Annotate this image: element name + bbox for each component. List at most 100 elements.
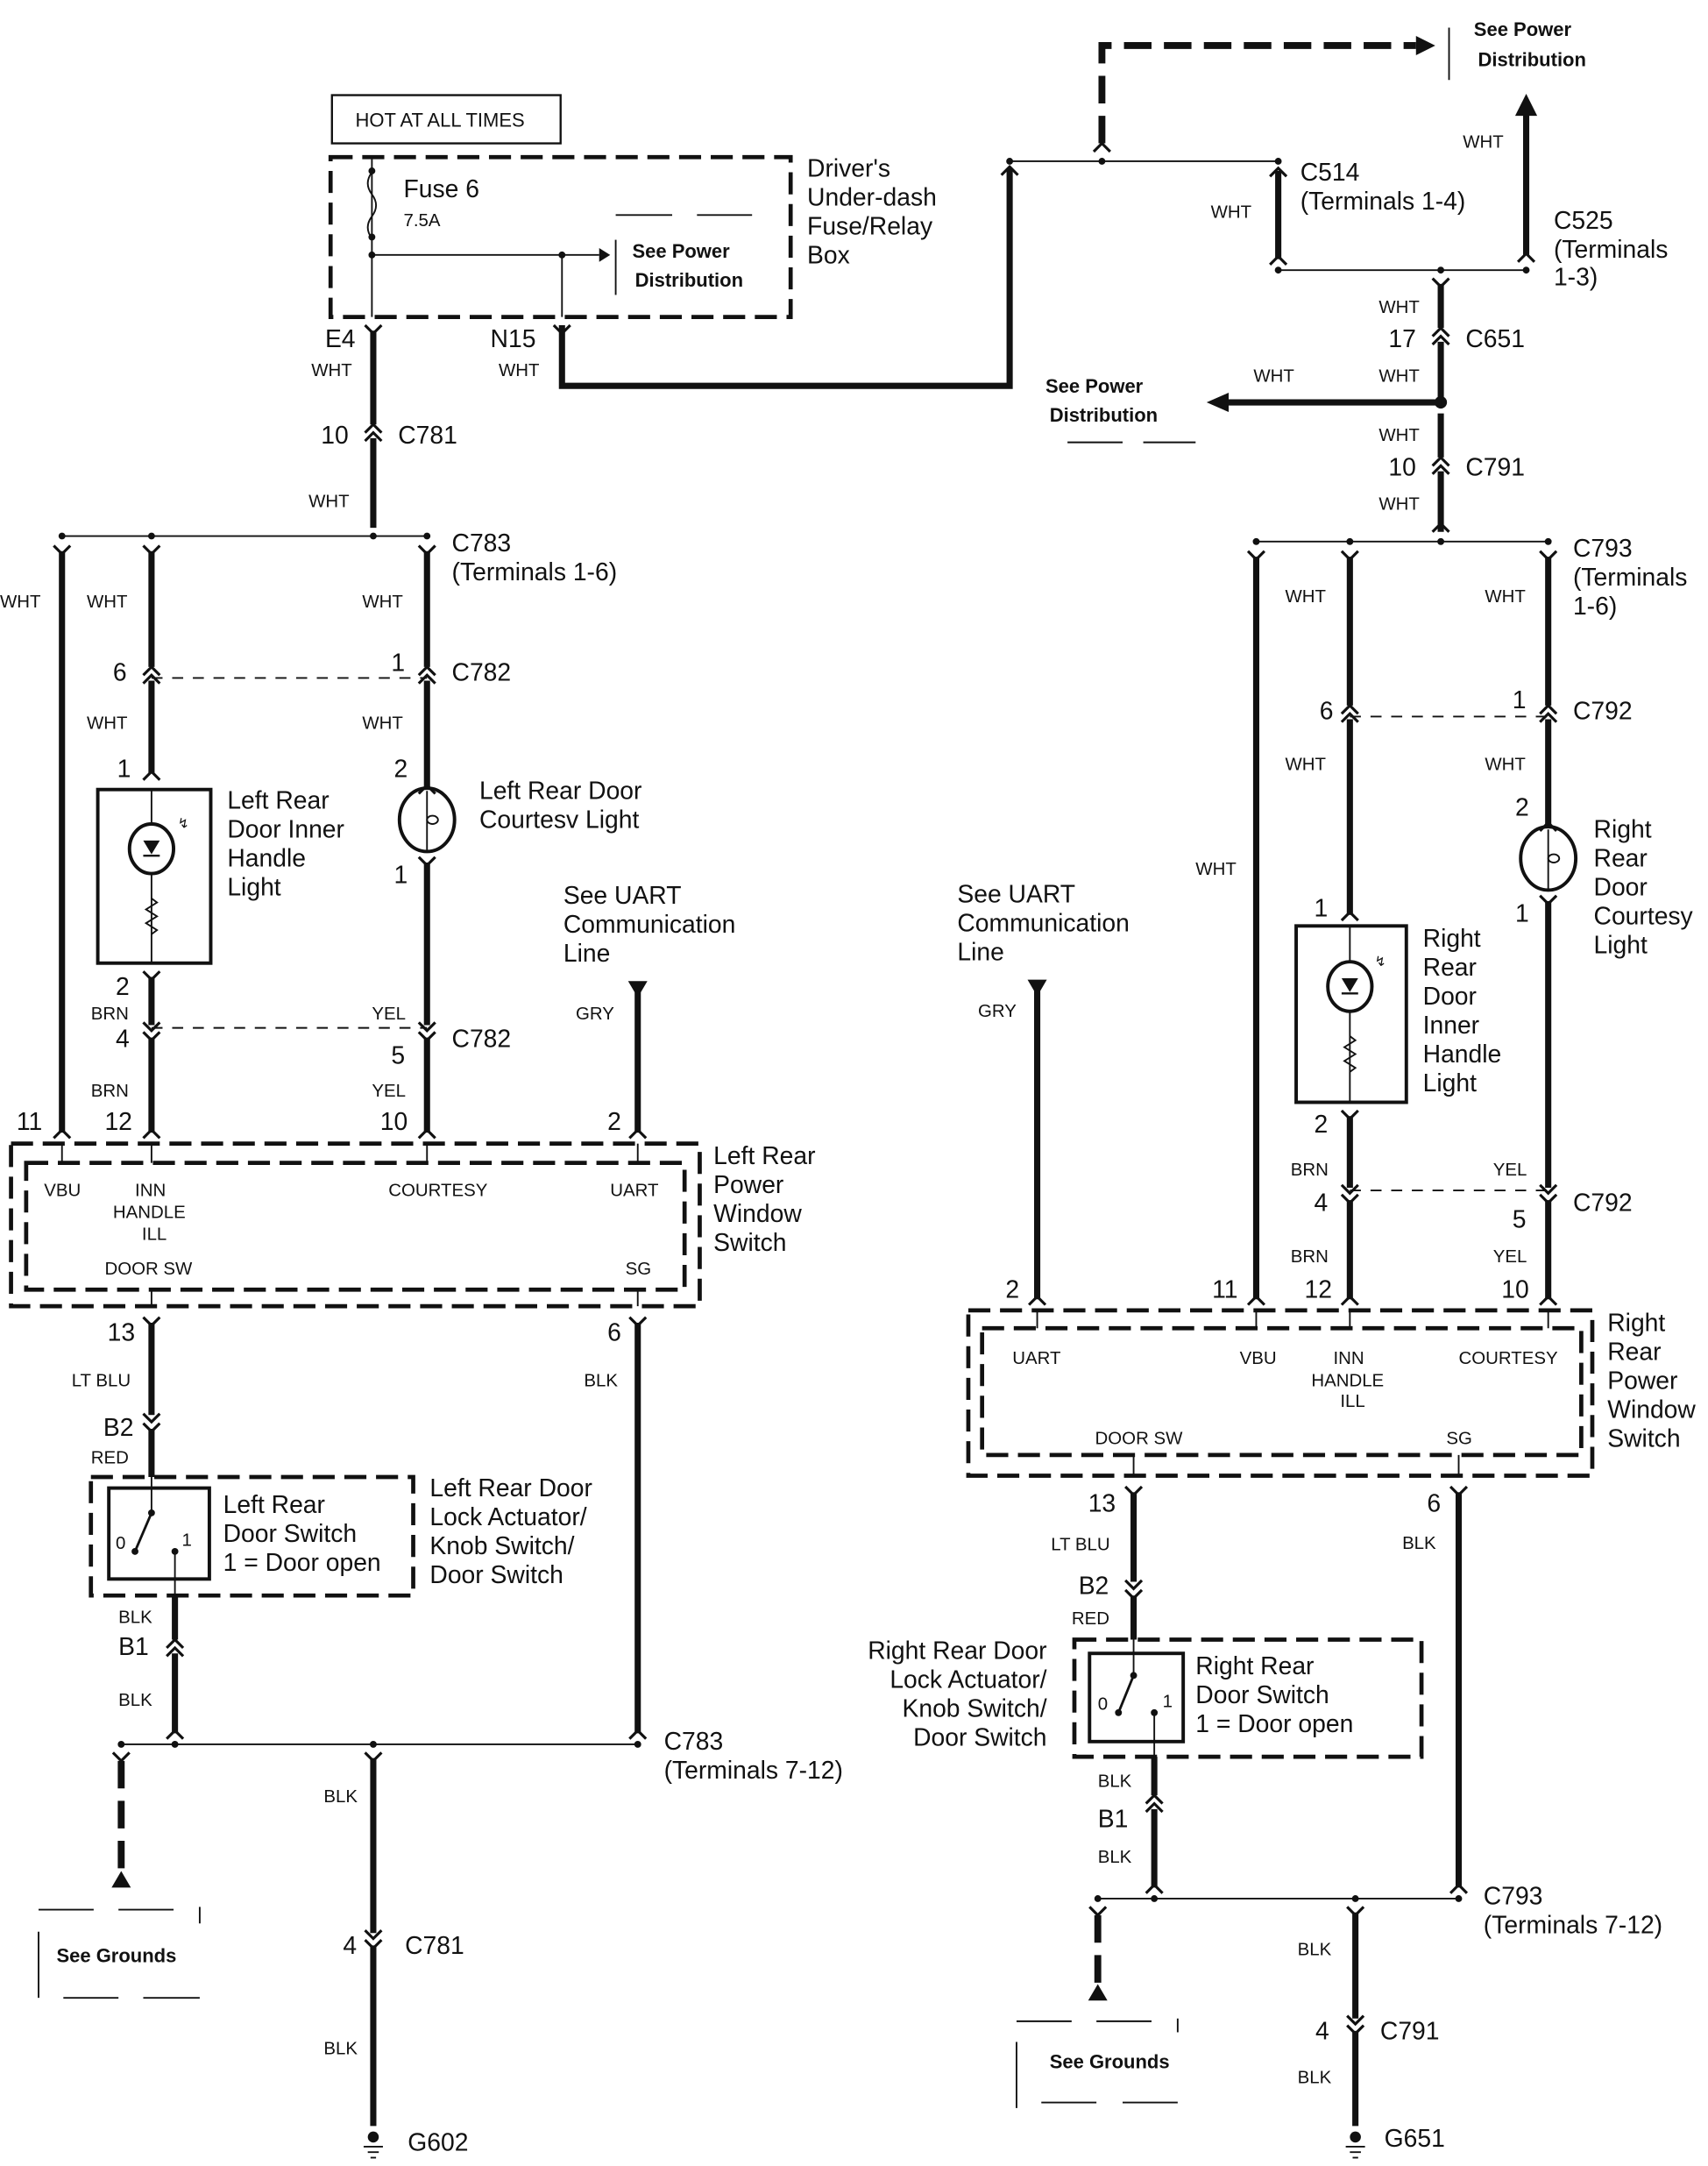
right-courtesy-light-label-5: Light <box>1594 931 1648 959</box>
wire-color: YEL <box>1493 1247 1527 1267</box>
connector-c793-bottom-terminals: (Terminals 7-12) <box>1484 1910 1662 1938</box>
bulb-icon <box>426 814 439 825</box>
see-power-distribution-top-line2[interactable]: Distribution <box>1478 49 1586 71</box>
led-icon <box>143 840 160 855</box>
connector-c793-bottom: C793 <box>1484 1881 1543 1909</box>
wire-color: BLK <box>1098 1772 1132 1792</box>
fuse-box-label-2: Under-dash <box>807 182 937 210</box>
pin-11: 11 <box>17 1107 42 1135</box>
right-pw-switch-label-2: Rear <box>1607 1337 1661 1365</box>
right-pw-switch-label-4: Window <box>1607 1395 1696 1423</box>
pin-10: 10 <box>380 1107 408 1135</box>
see-power-distribution-mid-line2[interactable]: Distribution <box>1050 404 1158 426</box>
wire-color: BLK <box>1098 1848 1132 1867</box>
connector-c514-terminals: (Terminals 1-4) <box>1300 187 1466 215</box>
see-power-distribution-link-line2[interactable]: Distribution <box>635 269 743 291</box>
arrow-icon <box>1415 35 1435 55</box>
wire-color: WHT <box>362 593 403 612</box>
svg-text:↯: ↯ <box>178 817 189 832</box>
wire-color: GRY <box>978 1002 1017 1021</box>
connector-c792: C792 <box>1573 1189 1633 1217</box>
right-door-switch-outer-1: Right Rear Door <box>868 1637 1046 1665</box>
switch-pin-inn-3: ILL <box>1340 1392 1364 1411</box>
wire-color: BRN <box>91 1082 129 1101</box>
see-uart-left-3[interactable]: Line <box>563 939 610 967</box>
arrow-up-icon <box>1088 1984 1108 2001</box>
left-inner-handle-light: ↯ <box>96 787 213 965</box>
right-inner-handle-light-label-5: Handle <box>1423 1040 1502 1068</box>
right-door-switch-outer-2: Lock Actuator/ <box>889 1665 1046 1694</box>
wire-color: BLK <box>1402 1534 1436 1553</box>
wire-color: BRN <box>1291 1247 1329 1267</box>
switch-pin-courtesy: COURTESY <box>388 1181 487 1200</box>
hot-at-all-times-box: HOT AT ALL TIMES <box>330 94 562 145</box>
ground-icon <box>1345 2131 1365 2159</box>
pin-b1: B1 <box>118 1632 149 1660</box>
bulb-icon <box>1547 853 1561 863</box>
connector-c782: C782 <box>452 658 512 686</box>
switch-pin-inn-1: INN <box>1333 1349 1364 1368</box>
wire-color: WHT <box>1285 587 1326 607</box>
wire-color: WHT <box>1378 495 1420 515</box>
left-door-switch-outer-1: Left Rear Door <box>429 1474 592 1502</box>
pin-12: 12 <box>104 1107 131 1135</box>
pin-1: 1 <box>1513 685 1527 714</box>
see-grounds-right[interactable]: See Grounds <box>1050 2050 1170 2072</box>
switch-pin-sg: SG <box>626 1260 652 1279</box>
connector-c793-top-terminals-2: 1-6) <box>1573 592 1617 620</box>
wire-color: WHT <box>1285 756 1326 775</box>
pin-4: 4 <box>1315 2016 1329 2044</box>
left-courtesy-light-label-2: Courtesv Light <box>479 806 639 834</box>
right-courtesy-light <box>1519 825 1578 892</box>
see-uart-left-1[interactable]: See UART <box>563 881 682 909</box>
wire-color: WHT <box>1195 860 1237 879</box>
switch-pin-door-sw: DOOR SW <box>1095 1429 1184 1448</box>
connector-c792: C792 <box>1573 697 1633 725</box>
see-uart-right-2[interactable]: Communication <box>957 909 1129 937</box>
hot-at-all-times-label: HOT AT ALL TIMES <box>356 110 525 131</box>
pin-13: 13 <box>1088 1488 1116 1516</box>
connector-c783-bottom-terminals: (Terminals 7-12) <box>664 1756 843 1784</box>
see-power-distribution-mid[interactable]: See Power <box>1045 375 1144 397</box>
switch-pin-courtesy: COURTESY <box>1459 1349 1558 1368</box>
connector-c783-bottom: C783 <box>664 1727 724 1755</box>
wire-color: BLK <box>323 1787 358 1807</box>
wire-color: WHT <box>1253 366 1294 386</box>
connector-c514: C514 <box>1300 158 1360 186</box>
wire-color: BLK <box>118 1691 152 1710</box>
arrow-left-icon <box>1206 393 1230 413</box>
wire-color: WHT <box>1378 426 1420 445</box>
ground-icon <box>363 2131 383 2159</box>
pin-2: 2 <box>394 755 408 783</box>
wire-color: WHT <box>362 714 403 734</box>
see-uart-right-3[interactable]: Line <box>957 938 1003 966</box>
pin-2: 2 <box>1314 1110 1328 1138</box>
left-pw-switch-label-3: Window <box>713 1199 802 1227</box>
right-inner-handle-light-label-1: Right <box>1423 924 1481 952</box>
see-uart-right-1[interactable]: See UART <box>957 880 1075 908</box>
wire-color: WHT <box>311 361 351 380</box>
see-power-distribution-top[interactable]: See Power <box>1474 18 1572 40</box>
right-inner-handle-light-label-3: Door <box>1423 982 1477 1010</box>
switch-pin-uart: UART <box>610 1181 658 1200</box>
switch-pos-0: 0 <box>1098 1695 1108 1715</box>
wire-color: GRY <box>576 1005 614 1024</box>
see-uart-left-2[interactable]: Communication <box>563 910 735 938</box>
see-power-distribution-link[interactable]: See Power <box>632 240 730 262</box>
pin-4: 4 <box>1314 1189 1328 1217</box>
fuse-icon <box>366 171 378 239</box>
left-door-switch-inner-2: Door Switch <box>223 1519 357 1547</box>
pin-6: 6 <box>1427 1488 1441 1516</box>
fuse-relay-box: Fuse 6 7.5A See Power Distribution Drive… <box>328 153 937 319</box>
pin-2: 2 <box>1515 793 1529 821</box>
wire-color: YEL <box>1493 1161 1527 1180</box>
arrow-down-icon <box>627 981 648 998</box>
wire-color: BLK <box>584 1371 618 1390</box>
right-power-window-switch <box>966 1308 1595 1478</box>
wire-color: BRN <box>1291 1161 1329 1180</box>
pin-1: 1 <box>394 861 408 889</box>
connector-c781-bottom: C781 <box>405 1931 464 1959</box>
switch-pin-inn-3: ILL <box>142 1225 167 1245</box>
pin-1: 1 <box>391 649 405 677</box>
see-grounds-left[interactable]: See Grounds <box>56 1944 176 1966</box>
